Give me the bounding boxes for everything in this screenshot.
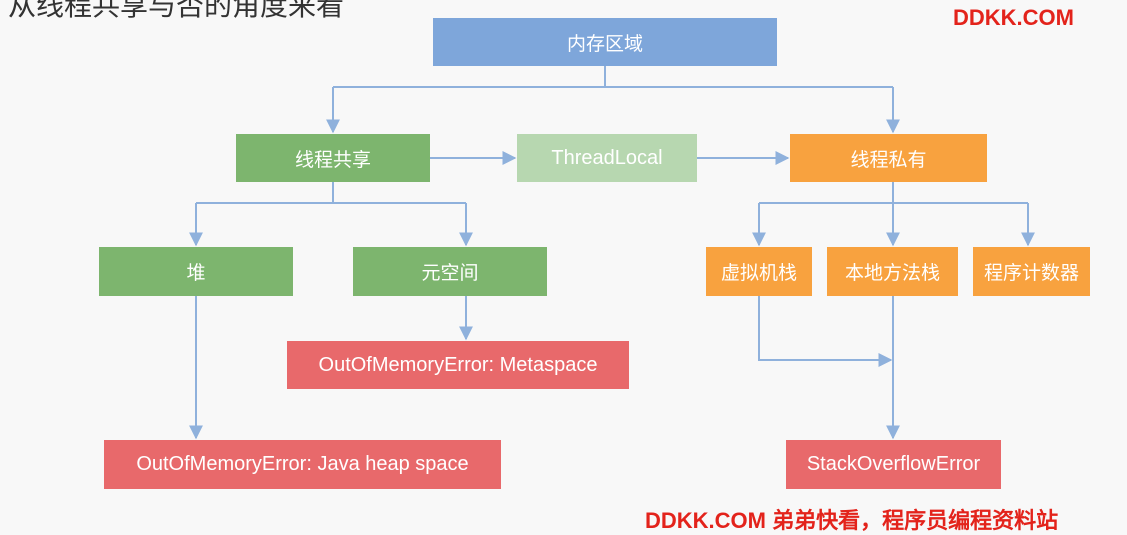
heap-box: 堆 [99,247,293,296]
watermark-top: DDKK.COM [953,5,1074,30]
memory-area-box: 内存区域 [433,18,777,66]
program-counter-box: 程序计数器 [973,247,1090,296]
stack-overflow-error-box: StackOverflowError [786,440,1001,489]
metaspace-error-box: OutOfMemoryError: Metaspace [287,341,629,389]
metaspace-box: 元空间 [353,247,547,296]
native-method-stack-box: 本地方法栈 [827,247,958,296]
thread-private-box: 线程私有 [790,134,987,182]
thread-shared-box: 线程共享 [236,134,430,182]
connector-vm-stack-to-trunk [758,296,893,367]
watermark-bottom: DDKK.COM 弟弟快看，程序员编程资料站 [645,508,1059,533]
heap-error-box: OutOfMemoryError: Java heap space [104,440,501,489]
page-title: 从线程共享与否的角度来看 [8,0,345,22]
vm-stack-box: 虚拟机栈 [706,247,812,296]
connector-group [189,66,1035,440]
threadlocal-box: ThreadLocal [517,134,697,182]
